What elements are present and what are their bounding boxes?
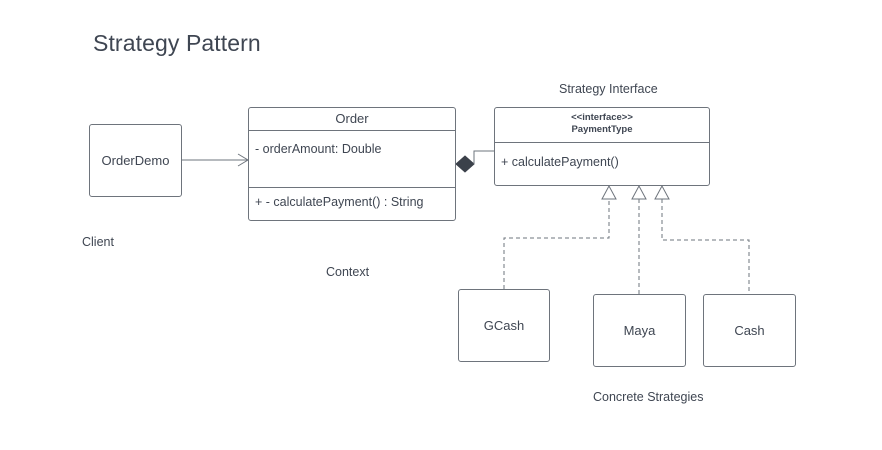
realization-triangle-gcash	[601, 184, 617, 200]
cash-label: Cash	[734, 323, 765, 338]
maya-node[interactable]: Maya	[593, 294, 686, 367]
maya-label: Maya	[623, 323, 656, 338]
order-class-name: Order	[249, 108, 455, 131]
payment-type-interface[interactable]: <<interface>> PaymentType + calculatePay…	[494, 107, 710, 186]
context-label: Context	[326, 265, 370, 279]
concrete-strategies-label: Concrete Strategies	[593, 390, 704, 404]
realization-line-gcash	[503, 199, 610, 289]
order-divider	[249, 187, 455, 188]
order-class[interactable]: Order - orderAmount: Double + - calculat…	[248, 107, 456, 221]
payment-type-method: + calculatePayment()	[501, 155, 619, 169]
order-demo-node[interactable]: OrderDemo	[89, 124, 182, 197]
order-demo-label: OrderDemo	[101, 153, 170, 168]
cash-node[interactable]: Cash	[703, 294, 796, 367]
client-label: Client	[82, 235, 114, 249]
realization-triangle-maya	[631, 184, 647, 200]
interface-stereotype: <<interface>>	[571, 112, 633, 123]
gcash-node[interactable]: GCash	[458, 289, 550, 362]
realization-triangle-cash	[654, 184, 670, 200]
order-attribute: - orderAmount: Double	[255, 142, 382, 156]
gcash-label: GCash	[483, 318, 525, 333]
order-method: + - calculatePayment() : String	[255, 195, 424, 209]
realization-line-cash	[661, 199, 750, 294]
composition-diamond	[455, 155, 475, 173]
payment-type-header: <<interface>> PaymentType	[495, 108, 709, 143]
diagram-title: Strategy Pattern	[93, 30, 261, 56]
strategy-interface-label: Strategy Interface	[559, 82, 658, 96]
composition-line	[473, 150, 494, 164]
payment-type-name: PaymentType	[571, 124, 633, 135]
